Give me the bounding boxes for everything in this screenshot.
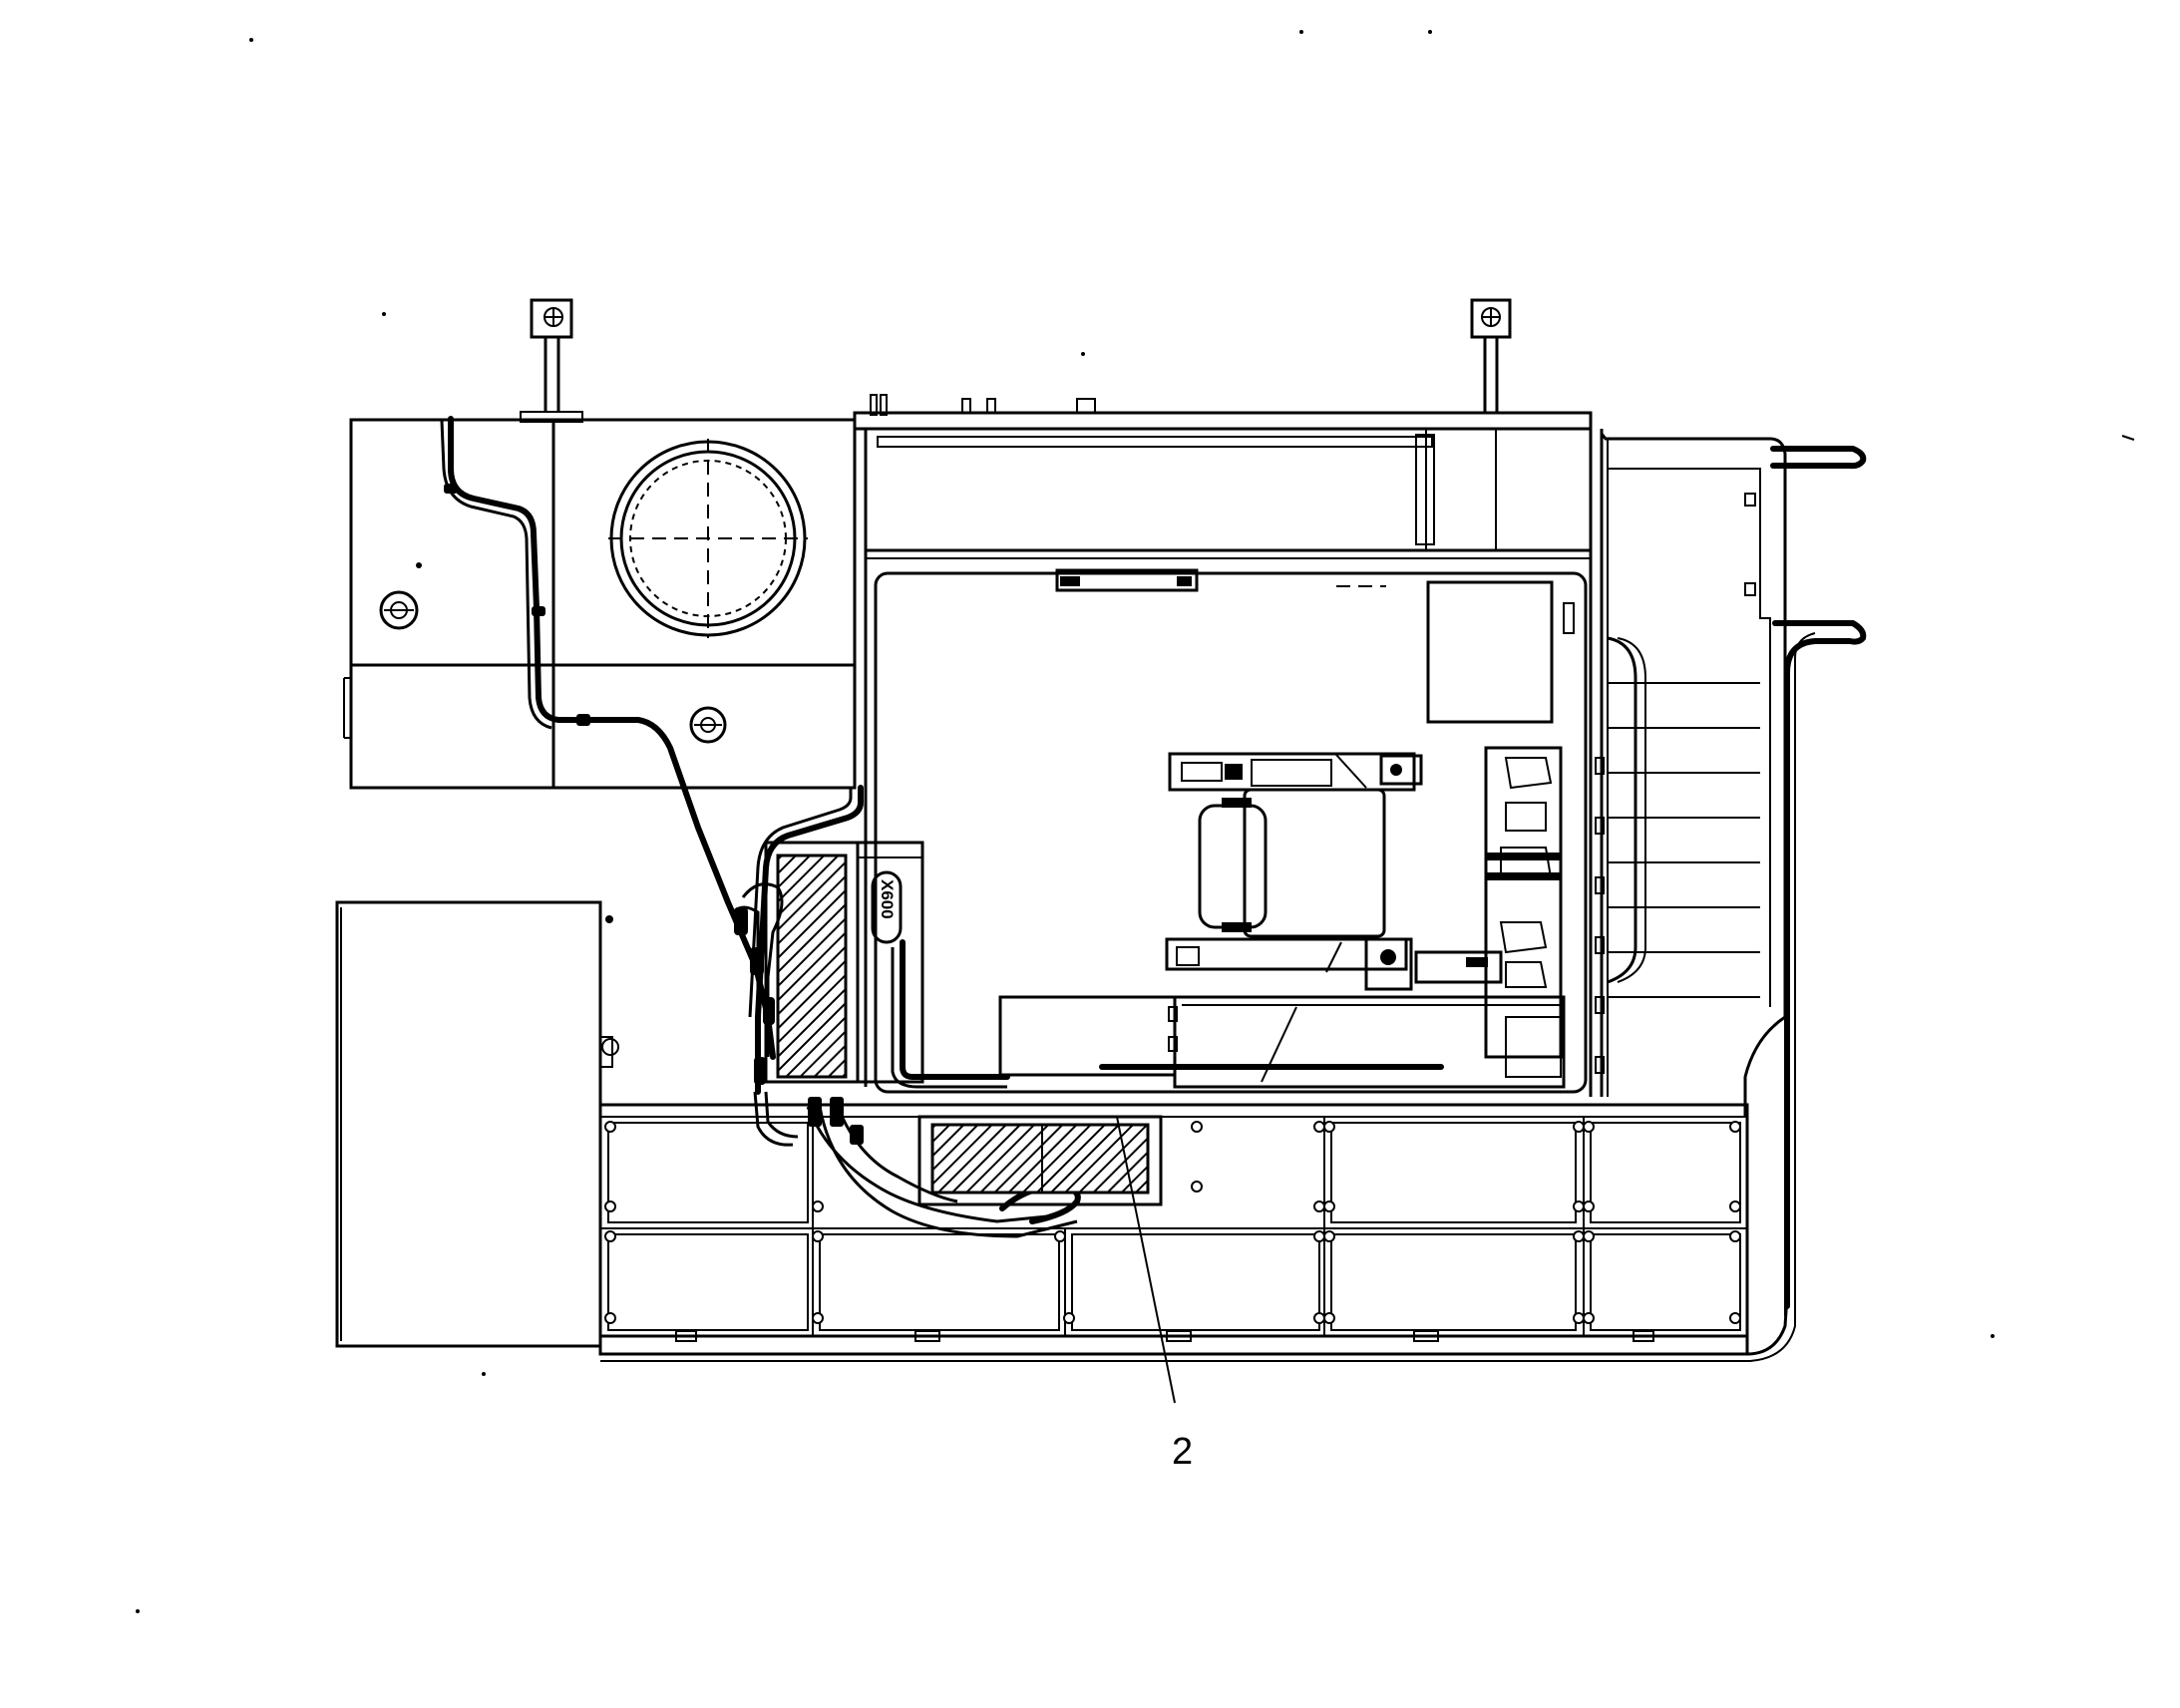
cab-frame xyxy=(853,394,1604,1097)
floor-plates xyxy=(598,632,1816,1362)
scan-specks xyxy=(136,30,2135,1613)
operator-seat xyxy=(1168,752,1423,938)
fill-cap-center xyxy=(689,706,727,744)
left-tank-housing xyxy=(343,411,857,790)
floor-console-lower xyxy=(998,937,1566,1089)
filter-box-left xyxy=(764,841,924,1084)
electrical-cabinet xyxy=(335,900,619,1348)
connector-label: X600 xyxy=(878,879,897,919)
fill-cap-left xyxy=(379,562,422,630)
connector-x600: X600 xyxy=(871,870,903,944)
callout-number: 2 xyxy=(1172,1431,1193,1473)
floor-plate-bolts xyxy=(604,1121,1741,1324)
circular-filter-housing xyxy=(608,439,808,638)
instrument-panel xyxy=(1426,580,1575,724)
mount-post-left xyxy=(530,298,573,413)
right-console xyxy=(1484,746,1563,1059)
callout-2: 2 xyxy=(1116,1116,1193,1473)
filter-box-lower xyxy=(917,1115,1163,1206)
mount-post-right xyxy=(1470,298,1512,413)
access-steps xyxy=(1595,433,1867,1316)
hydraulic-line-upper xyxy=(440,416,776,1060)
